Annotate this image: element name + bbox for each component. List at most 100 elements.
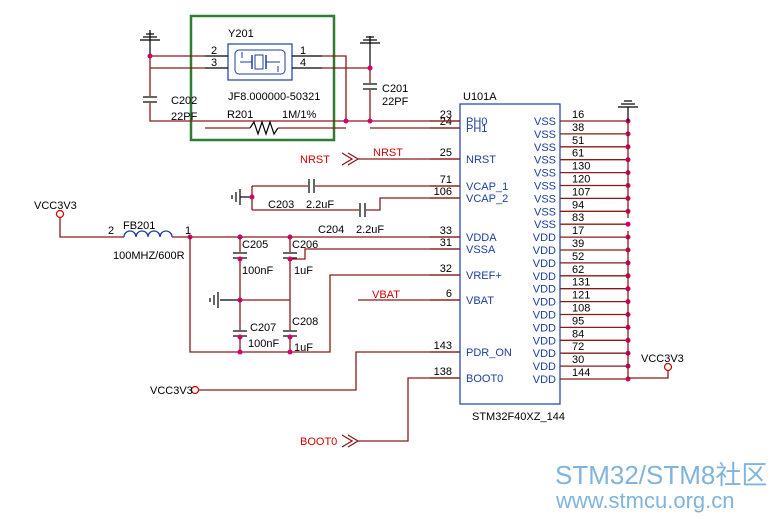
mcu-body xyxy=(459,103,561,405)
mcu-right-pin-name: VDD xyxy=(533,297,556,309)
vcc-port-pdr xyxy=(190,385,200,395)
mcu-left-pin-name: PH0 xyxy=(466,116,487,128)
watermark-title: STM32/STM8社区 xyxy=(555,460,767,490)
mcu-right-pin-name: VSS xyxy=(534,181,556,193)
mcu-right-pin-number: 30 xyxy=(572,354,584,366)
mcu-right-pin-name: VSS xyxy=(534,206,556,218)
fb-ref: FB201 xyxy=(123,220,155,232)
c206-value: 1uF xyxy=(294,265,313,277)
mcu-right-pin-name: VDD xyxy=(533,245,556,257)
mcu-left-pin-name: NRST xyxy=(466,154,496,166)
mcu-right-pin-name: VSS xyxy=(534,193,556,205)
c206-ref: C206 xyxy=(292,239,318,251)
crystal-pin-1: 1 xyxy=(300,45,306,57)
vcc-right-label: VCC3V3 xyxy=(641,353,684,365)
mcu-right-pin-name: VSS xyxy=(534,219,556,231)
r201-ref: R201 xyxy=(227,109,253,121)
c208-value: 1uF xyxy=(294,342,313,354)
mcu-left-pin-number: 6 xyxy=(446,288,452,300)
mcu-left-pins: 23PH024PH125NRST71VCAP_1106VCAP_233VDDA3… xyxy=(430,109,512,385)
c201-ref: C201 xyxy=(382,83,408,95)
boot0-net-label: BOOT0 xyxy=(300,436,337,448)
vcc-pdr-label: VCC3V3 xyxy=(150,385,193,397)
c204-value: 2.2uF xyxy=(356,224,384,236)
junction-dot xyxy=(625,221,631,227)
crystal-highlight-box xyxy=(189,14,336,142)
fb-pin-right: 1 xyxy=(185,225,191,237)
mcu-left-pin-name: VCAP_2 xyxy=(466,193,508,205)
mcu-left-pin-number: 25 xyxy=(440,147,452,159)
mcu-right-pin-name: VDD xyxy=(533,348,556,360)
ground-symbol xyxy=(360,36,380,68)
ground-symbol xyxy=(140,30,160,56)
mcu-right-pin-name: VSS xyxy=(534,155,556,167)
mcu-left-pin-number: 106 xyxy=(434,186,452,198)
c203-value: 2.2uF xyxy=(306,199,334,211)
mcu-right-pin-name: VDD xyxy=(533,310,556,322)
mcu-right-pin-name: VDD xyxy=(533,284,556,296)
mcu-part: STM32F40XZ_144 xyxy=(472,411,565,423)
mcu-right-pin-number: 131 xyxy=(572,277,590,289)
mcu-right-pin-number: 95 xyxy=(572,315,584,327)
mcu-left-pin-name: VSSA xyxy=(466,244,496,256)
mcu-right-pin-name: VSS xyxy=(534,116,556,128)
c202-ref: C202 xyxy=(171,95,197,107)
mcu-right-pin-number: 83 xyxy=(572,212,584,224)
mcu-right-pin-number: 39 xyxy=(572,238,584,250)
mcu-left-pin-number: 143 xyxy=(434,340,452,352)
mcu-right-pin-number: 62 xyxy=(572,264,584,276)
mcu-right-pin-name: VDD xyxy=(533,232,556,244)
mcu-left-pin-name: VCAP_1 xyxy=(466,181,508,193)
fb-pin-left: 2 xyxy=(108,225,114,237)
mcu-left-pin-number: 24 xyxy=(440,116,452,128)
mcu-right-pin-name: VDD xyxy=(533,374,556,386)
mcu-right-pin-number: 16 xyxy=(572,109,584,121)
r201-value: 1M/1% xyxy=(282,109,316,121)
c202-value: 22PF xyxy=(171,111,198,123)
ground-symbol xyxy=(231,189,252,205)
crystal-pin-3: 3 xyxy=(211,57,217,69)
vcc-left-label: VCC3V3 xyxy=(34,200,77,212)
mcu-right-pin-number: 52 xyxy=(572,251,584,263)
mcu-left-pin-name: PDR_ON xyxy=(466,347,512,359)
mcu-left-pin-number: 32 xyxy=(440,263,452,275)
mcu-left-pin-number: 31 xyxy=(440,237,452,249)
nrst-net-label-right: NRST xyxy=(373,147,403,159)
mcu-right-pin-number: 38 xyxy=(572,122,584,134)
mcu-right-pin-name: VSS xyxy=(534,168,556,180)
mcu-left-pin-name: VREF+ xyxy=(466,270,502,282)
mcu-left-pin-name: VDDA xyxy=(466,232,497,244)
mcu-right-pin-number: 72 xyxy=(572,341,584,353)
mcu-right-pin-number: 121 xyxy=(572,290,590,302)
crystal-pin-4: 4 xyxy=(300,57,306,69)
mcu-right-pin-number: 120 xyxy=(572,174,590,186)
mcu-left-pin-number: 33 xyxy=(440,225,452,237)
mcu-right-pin-name: VSS xyxy=(534,129,556,141)
c207-ref: C207 xyxy=(250,322,276,334)
mcu-right-pin-number: 84 xyxy=(572,328,584,340)
mcu-right-pin-number: 108 xyxy=(572,303,590,315)
c208-ref: C208 xyxy=(292,316,318,328)
c205-ref: C205 xyxy=(242,239,268,251)
vcc-port-right xyxy=(663,362,673,372)
ground-symbol xyxy=(209,292,240,308)
mcu-left-pin-number: 23 xyxy=(440,109,452,121)
crystal-part: JF8.000000-50321 xyxy=(228,91,320,103)
ferrite-bead-fb201 xyxy=(123,230,173,238)
mcu-right-pin-number: 130 xyxy=(572,161,590,173)
mcu-right-pin-name: VDD xyxy=(533,322,556,334)
mcu-left-pin-name: VBAT xyxy=(466,295,494,307)
mcu-right-pin-name: VSS xyxy=(534,142,556,154)
mcu-right-pin-name: VDD xyxy=(533,258,556,270)
ground-symbol xyxy=(618,100,638,122)
mcu-right-pin-number: 107 xyxy=(572,186,590,198)
mcu-right-pin-number: 94 xyxy=(572,199,584,211)
c205-value: 100nF xyxy=(242,265,273,277)
crystal-ref: Y201 xyxy=(228,28,254,40)
mcu-right-pin-number: 144 xyxy=(572,367,590,379)
mcu-left-pin-number: 138 xyxy=(434,366,452,378)
mcu-right-pin-number: 17 xyxy=(572,225,584,237)
c207-value: 100nF xyxy=(248,338,279,350)
